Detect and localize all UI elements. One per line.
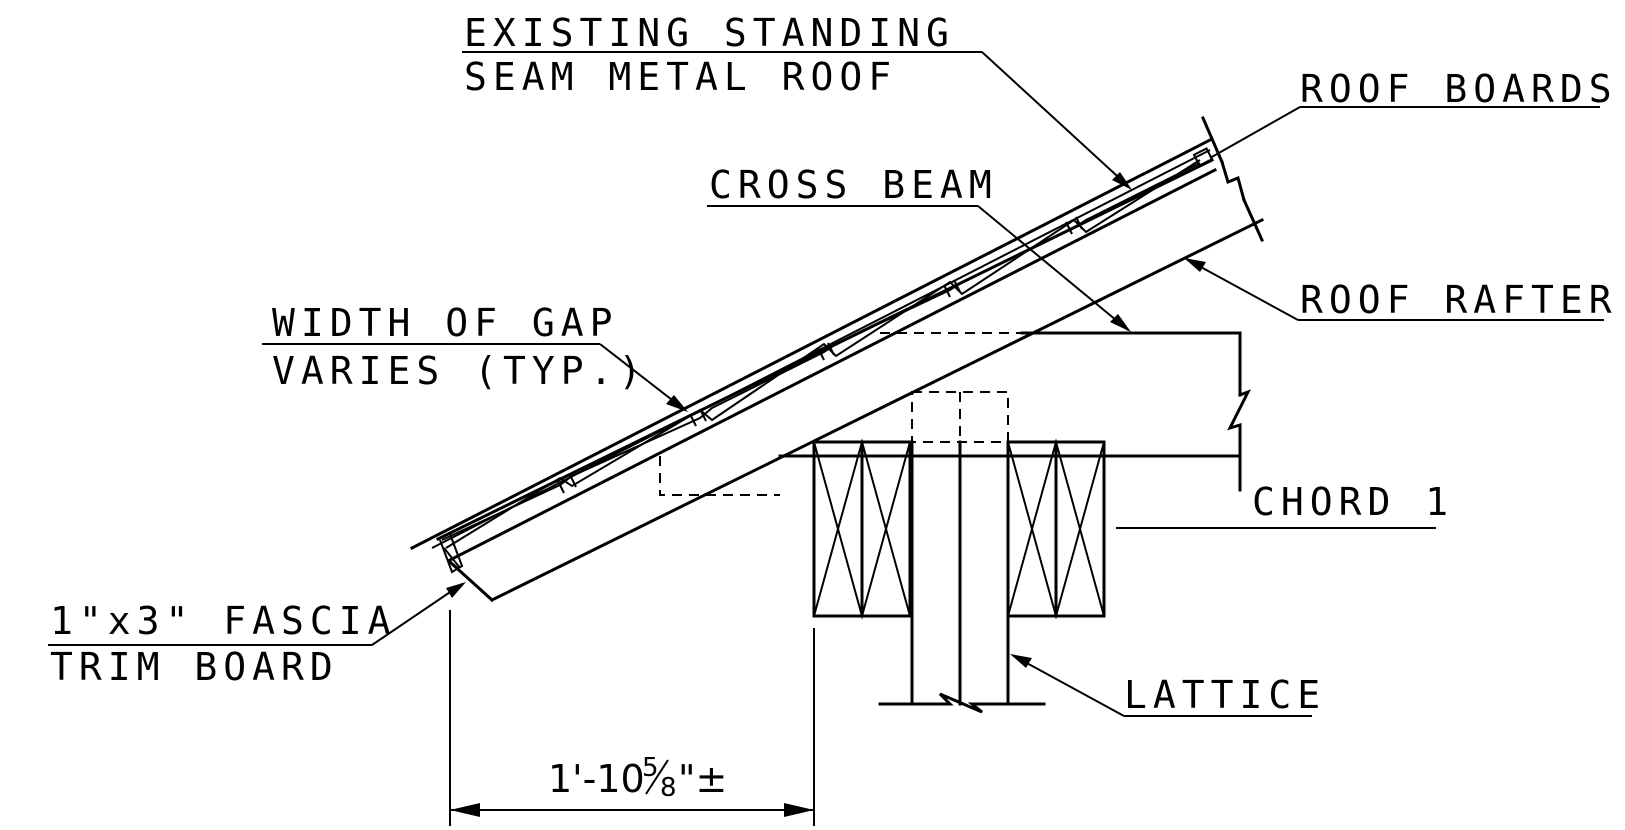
leader-existing-roof [462,51,1132,190]
roof-rafter [447,198,1265,603]
label-width-gap-1: WIDTH OF GAP [272,301,619,345]
label-chord: CHORD 1 [1252,480,1454,524]
label-fascia-1: 1"x3" FASCIA [50,599,397,643]
leader-fascia [48,582,466,646]
label-cross-beam: CROSS BEAM [709,163,998,207]
lattice [878,440,1046,714]
label-width-gap-2: VARIES (TYP.) [272,349,647,393]
chord [778,438,1242,620]
leader-width-gap [262,343,688,412]
metal-roof [409,137,1213,551]
label-fascia-2: TRIM BOARD [50,645,339,689]
dimension-fraction-num: 5 [642,753,659,783]
dimension-suffix: "± [678,757,727,801]
leader-roof-boards [1209,106,1600,159]
dimension-arrow-right [784,803,814,817]
cross-beam [659,331,1252,496]
dimension-line [449,610,815,826]
dimension-arrow-left [450,803,480,817]
leader-roof-rafter [1184,258,1604,321]
dimension-fraction-den: 8 [660,773,677,803]
dimension-text: 1'-10 5 8 "± [548,753,727,803]
label-roof-rafter: ROOF RAFTER [1300,278,1618,322]
leader-cross-beam [707,205,1131,332]
leader-lattice [1010,654,1312,717]
gap-spacer [557,216,1083,494]
roof-boards [435,116,1246,574]
label-roof-boards: ROOF BOARDS [1300,67,1618,111]
label-existing-roof-1: EXISTING STANDING [464,11,955,55]
label-lattice: LATTICE [1124,673,1326,717]
dimension-whole: 1'-10 [548,757,645,801]
label-existing-roof-2: SEAM METAL ROOF [464,55,897,99]
